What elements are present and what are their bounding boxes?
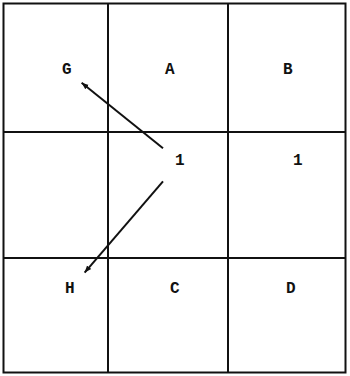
cell-letter: G [62,62,72,80]
cell-letter: A [165,62,175,80]
arrow-line [82,83,163,149]
grid-cell-label: H [61,277,79,303]
grid-cell-label: 1 [289,149,307,175]
grid-cell-label: G [58,58,76,84]
grid-line [227,4,229,373]
cell-letter: 1 [175,153,185,171]
grid-cell-label: D [282,277,300,303]
grid-line [4,131,346,133]
cell-letter: B [283,62,293,80]
cell-letter: H [65,281,75,299]
grid-cell-label: B [279,58,297,84]
cell-letter: C [170,281,180,299]
cell-letter: 1 [293,153,303,171]
arrow-line [85,181,163,272]
grid-line [107,4,109,373]
grid-cell-label: A [161,58,179,84]
grid-cell-label: 1 [171,149,189,175]
cell-letter: D [286,281,296,299]
grid-line [4,257,346,259]
grid-cell-label: C [166,277,184,303]
grid-border [4,4,346,373]
